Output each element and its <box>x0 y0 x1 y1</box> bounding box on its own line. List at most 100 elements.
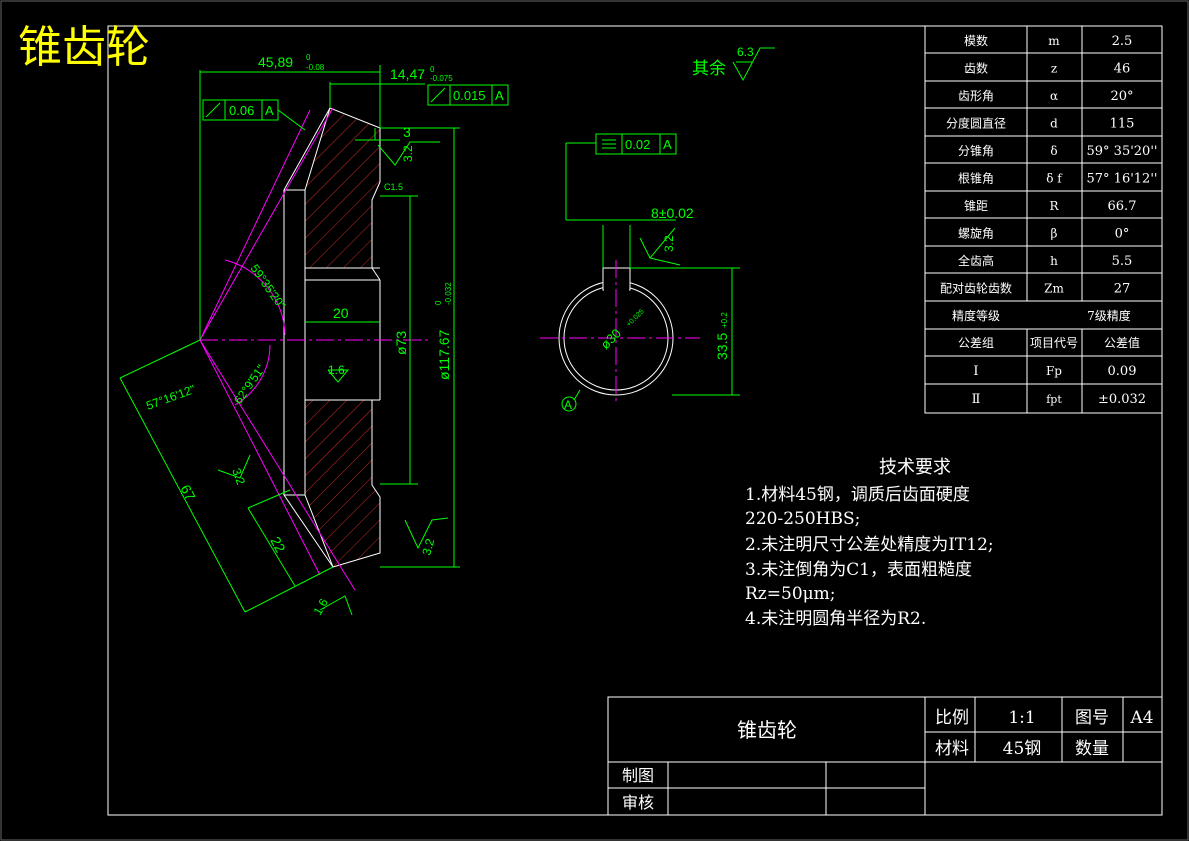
roughness-3-2-b: 3.2 <box>229 466 248 487</box>
param-name: 分锥角 <box>958 144 994 158</box>
roughness-3-2-a: 3.2 <box>401 145 415 162</box>
tolerance-row-group: Ⅰ <box>973 364 978 379</box>
drawing-no-value: A4 <box>1129 708 1153 728</box>
drawn-label: 制图 <box>622 766 654 785</box>
param-value: 27 <box>1114 282 1131 297</box>
param-value: 46 <box>1114 62 1131 77</box>
param-name: 配对齿轮齿数 <box>940 281 1012 296</box>
fcf-runout2-ref: A <box>495 88 504 103</box>
dim-14-47-tol-upper: 0 <box>430 65 435 74</box>
param-symbol: d <box>1050 117 1058 131</box>
rest-roughness-value: 6.3 <box>737 45 754 59</box>
fcf-symmetry-ref: A <box>663 137 672 152</box>
accuracy-value: 7级精度 <box>1087 308 1131 323</box>
dim-45-89: 45,89 <box>258 54 293 70</box>
tech-line: 1.材料45钢，调质后齿面硬度 <box>745 485 970 505</box>
param-symbol: R <box>1049 199 1059 213</box>
scale-label: 比例 <box>935 708 969 728</box>
tolerance-row-code: Fp <box>1046 364 1062 378</box>
param-name: 螺旋角 <box>958 227 994 241</box>
material-value: 45钢 <box>1003 739 1042 759</box>
rest-roughness-symbol <box>732 47 775 82</box>
tolerance-header-group: 公差组 <box>958 336 994 350</box>
param-value: 2.5 <box>1112 34 1133 49</box>
rest-roughness-label: 其余 <box>692 59 726 78</box>
parameter-table <box>924 25 1163 414</box>
dim-diam-117-tol-upper: 0 <box>434 300 443 305</box>
dim-14-47: 14,47 <box>390 66 425 82</box>
angle-62-9-51: 62°9'51" <box>231 362 268 407</box>
param-name: 齿形角 <box>958 89 994 103</box>
drawing-title: 锥齿轮 <box>18 22 150 73</box>
param-symbol: Zm <box>1044 282 1064 296</box>
tolerance-row-value: 0.09 <box>1108 364 1137 379</box>
param-value: 20° <box>1110 89 1133 104</box>
lower-section-hatch <box>304 399 381 568</box>
param-value: 59° 35'20'' <box>1087 144 1158 159</box>
roughness-1-6-a: 1.6 <box>328 363 345 377</box>
tech-line: 220-250HBS; <box>745 509 860 529</box>
dim-diam-117: ø117.67 <box>436 329 452 380</box>
dim-14-47-tol-lower: -0.075 <box>430 74 453 83</box>
gear-dimensions <box>119 65 509 616</box>
qty-label: 数量 <box>1075 739 1109 759</box>
param-symbol: δ <box>1050 144 1057 158</box>
param-symbol: δ f <box>1046 172 1063 186</box>
roughness-3-2-d: 3.2 <box>662 235 676 252</box>
param-symbol: m <box>1048 34 1060 48</box>
dim-diam-117-tol-lower: -0.032 <box>444 282 453 305</box>
datum-a-label: A <box>564 398 572 412</box>
tech-line: 4.未注明圆角半径为R2. <box>745 609 926 629</box>
dim-diam-73: ø73 <box>393 331 409 355</box>
dim-key-width: 8±0.02 <box>651 205 694 221</box>
title-block-name: 锥齿轮 <box>737 718 797 742</box>
param-symbol: h <box>1050 254 1058 268</box>
tolerance-row-value: ±0.032 <box>1098 392 1146 407</box>
scale-value: 1:1 <box>1008 708 1035 728</box>
dim-45-89-tol-lower: -0.08 <box>306 63 325 72</box>
fcf-runout2-value: 0.015 <box>453 88 486 103</box>
checked-label: 审核 <box>622 793 654 812</box>
dim-45-89-tol-upper: 0 <box>306 53 311 62</box>
material-label: 材料 <box>935 739 969 759</box>
param-symbol: α <box>1050 89 1058 103</box>
tolerance-header-value: 公差值 <box>1104 335 1140 350</box>
roughness-1-6-b: 1.6 <box>310 596 331 618</box>
param-symbol: β <box>1051 227 1058 241</box>
dim-bore-diam-tol: +0.025 <box>625 308 645 328</box>
dim-22: 22 <box>267 534 289 555</box>
dim-20: 20 <box>333 305 349 321</box>
angle-57-16-12: 57°16'12" <box>144 382 197 413</box>
dim-3: 3 <box>403 124 411 140</box>
param-name: 分度圆直径 <box>946 116 1006 131</box>
param-name: 全齿高 <box>958 253 994 268</box>
tech-line: 3.未注倒角为C1，表面粗糙度 <box>745 560 972 580</box>
param-value: 5.5 <box>1112 254 1133 269</box>
param-symbol: z <box>1051 62 1057 76</box>
tolerance-header-code: 项目代号 <box>1030 336 1078 350</box>
param-name: 齿数 <box>964 61 988 76</box>
roughness-3-2-c: 3.2 <box>419 537 437 557</box>
fcf-runout-value: 0.06 <box>229 103 254 118</box>
tolerance-row-group: Ⅱ <box>972 392 981 407</box>
tech-line: 2.未注明尺寸公差处精度为IT12; <box>745 535 994 555</box>
param-value: 66.7 <box>1108 199 1137 214</box>
param-value: 57° 16'12'' <box>1087 172 1158 187</box>
gear-section <box>199 107 430 591</box>
tech-line: Rz=50μm; <box>745 584 836 604</box>
param-value: 0° <box>1115 227 1130 242</box>
drawing-no-label: 图号 <box>1075 708 1109 728</box>
tolerance-row-code: fpt <box>1046 393 1062 406</box>
dim-key-depth-tol: +0.2 <box>720 312 729 328</box>
accuracy-label: 精度等级 <box>952 308 1000 323</box>
tech-heading: 技术要求 <box>879 457 951 478</box>
angle-59-35-20: 59°35'20" <box>248 262 289 312</box>
dim-67: 67 <box>177 482 199 503</box>
param-value: 115 <box>1110 117 1135 132</box>
chamfer-c15: C1.5 <box>384 182 403 192</box>
dim-key-depth: 33.5 <box>714 333 730 360</box>
fcf-runout-ref: A <box>265 103 274 118</box>
